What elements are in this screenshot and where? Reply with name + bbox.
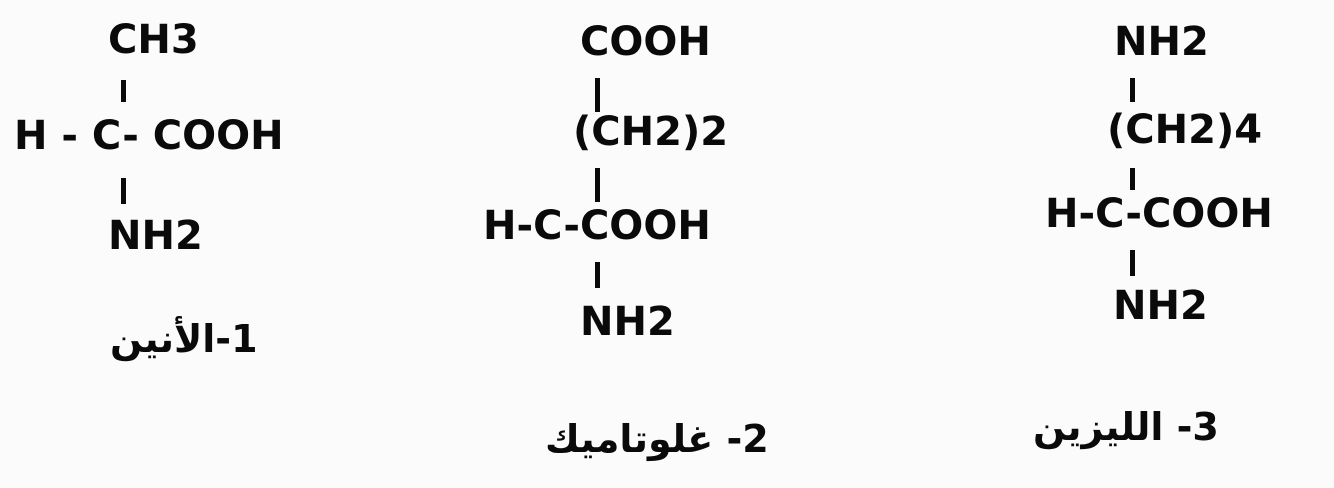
glutamic-label: 2- غلوتاميك xyxy=(545,417,769,461)
lysine-center-row: H-C-COOH xyxy=(1045,191,1273,237)
lysine-label: 3- الليزين xyxy=(1033,405,1219,449)
lysine-chain-bond xyxy=(1130,168,1135,190)
lysine-bottom-group: NH2 xyxy=(1113,283,1208,329)
lysine-top-bond xyxy=(1130,78,1135,102)
glutamic-bottom-bond xyxy=(595,262,600,288)
glutamic-chain: (CH2)2 xyxy=(573,109,729,155)
alanine-bottom-group: NH2 xyxy=(108,213,203,259)
alanine-top-group: CH3 xyxy=(108,17,199,63)
glutamic-chain-bond xyxy=(595,168,600,202)
lysine-bottom-bond xyxy=(1130,250,1135,276)
glutamic-center-row: H-C-COOH xyxy=(483,203,711,249)
glutamic-top-bond xyxy=(595,78,600,112)
glutamic-bottom-group: NH2 xyxy=(580,299,675,345)
glutamic-top-group: COOH xyxy=(580,19,711,65)
alanine-label: 1-الأنين xyxy=(110,317,258,361)
lysine-top-group: NH2 xyxy=(1114,19,1209,65)
alanine-bottom-bond xyxy=(121,178,126,204)
lysine-chain: (CH2)4 xyxy=(1107,107,1263,153)
alanine-center-row: H - C- COOH xyxy=(14,113,284,159)
alanine-top-bond xyxy=(121,80,126,102)
